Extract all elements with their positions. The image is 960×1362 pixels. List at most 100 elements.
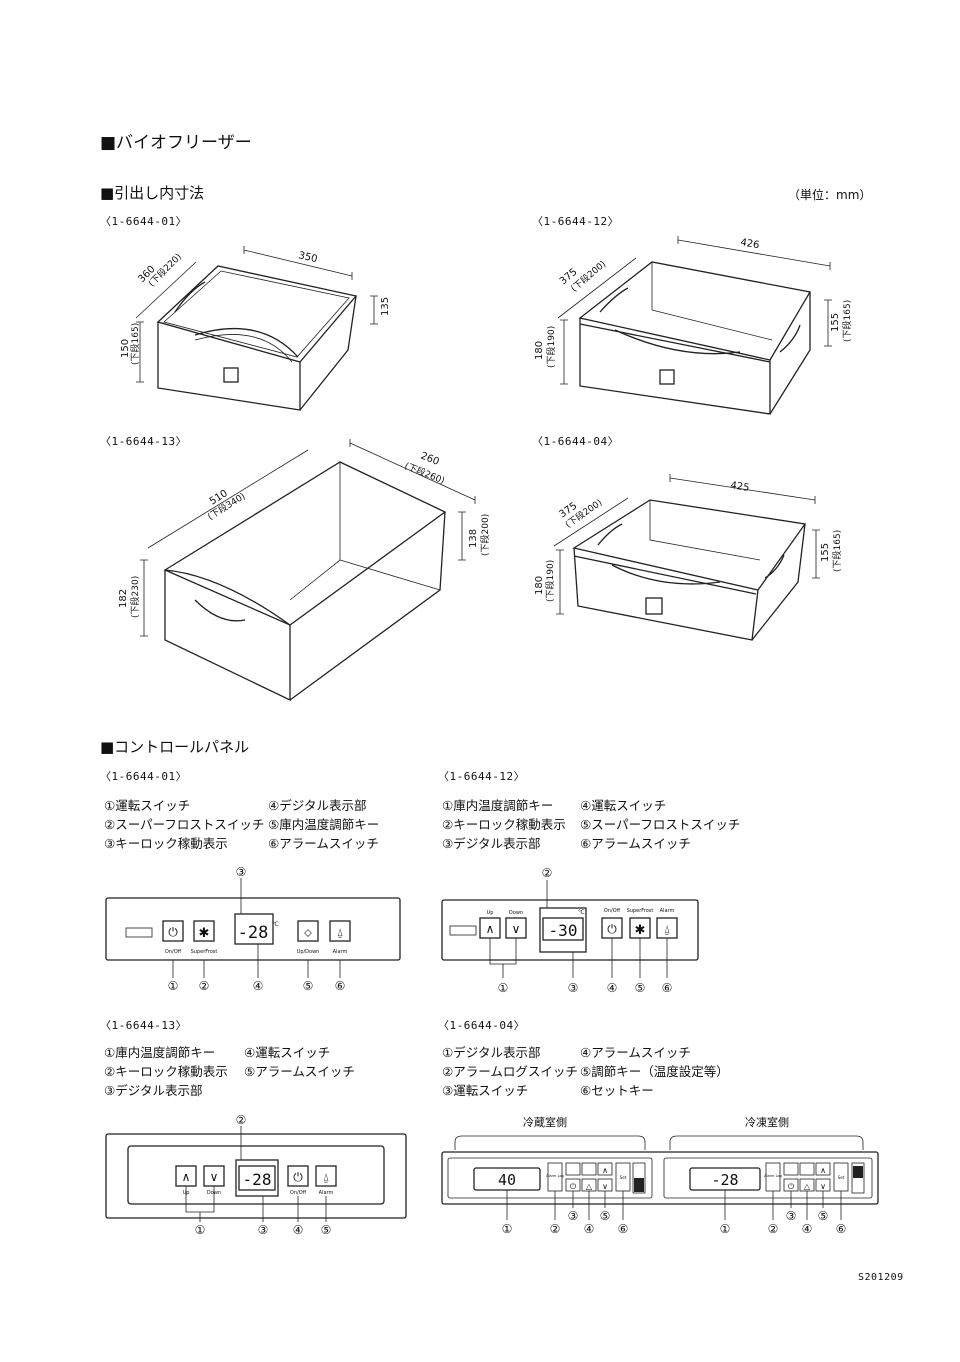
snowflake-icon: ✱ <box>635 923 646 938</box>
legend-item: ④運転スイッチ <box>580 798 667 813</box>
callout: ⑥ <box>618 1222 629 1236</box>
panel-04-legend-col2: ④アラームスイッチ ⑤調節キー（温度設定等） ⑥セットキー <box>580 1043 729 1100</box>
freezer-alarm-log-button[interactable]: Alarm Log <box>764 1162 782 1192</box>
svg-text:Up: Up <box>487 910 494 916</box>
power-icon: ⏻ <box>168 925 178 939</box>
superfrost-button[interactable]: ✱ <box>193 920 215 942</box>
panel-04-legend-col1: ①デジタル表示部 ②アラームログスイッチ ③運転スイッチ <box>442 1043 578 1100</box>
dim-04-height-lower: (下段190) <box>544 560 556 602</box>
dim-12-height: 180 <box>534 341 545 360</box>
digital-display-frame <box>539 907 587 953</box>
callout: ① <box>502 1222 513 1236</box>
callout: ④ <box>253 979 264 993</box>
on-off-button[interactable]: ⏻ <box>287 1165 309 1187</box>
freezer-indicator <box>799 1162 815 1176</box>
alarm-button[interactable]: ⍙ <box>329 920 351 942</box>
callout: ② <box>199 979 210 993</box>
chevron-up-icon: ∧ <box>820 1166 826 1175</box>
svg-text:Set: Set <box>838 1175 845 1180</box>
callout: ⑤ <box>600 1209 611 1223</box>
fridge-indicator <box>565 1162 581 1176</box>
superfrost-button[interactable]: ✱ <box>629 917 651 939</box>
digital-display <box>238 1165 276 1191</box>
freezer-display-value: -28 <box>711 1171 738 1189</box>
alarm-button[interactable]: ⍙ <box>656 917 678 939</box>
panel-12-legend-col2: ④運転スイッチ ⑤スーパーフロストスイッチ ⑥アラームスイッチ <box>580 796 740 853</box>
fridge-indicator-fill <box>634 1178 644 1192</box>
panel-01: ⏻ ✱ -28 ℃ ⬦ ⍙ On/Off SuperFrost Up/Down … <box>105 865 401 993</box>
legend-item: ⑤調節キー（温度設定等） <box>580 1064 729 1079</box>
fridge-up-button[interactable] <box>597 1162 613 1176</box>
up-button[interactable]: ∧ <box>479 917 501 939</box>
digital-display <box>542 917 584 941</box>
display-value: -28 <box>243 1170 272 1189</box>
dim-12-height-lower: (下段190) <box>545 326 557 368</box>
unit-note: （単位：mm） <box>788 188 872 202</box>
callout: ③ <box>236 865 247 879</box>
legend-item: ②キーロック稼動表示 <box>104 1064 228 1079</box>
dim-01-inner-height: 135 <box>380 297 391 316</box>
legend-item: ④アラームスイッチ <box>580 1045 691 1060</box>
legend-item: ④運転スイッチ <box>244 1045 331 1060</box>
svg-text:On/Off: On/Off <box>604 908 621 914</box>
panel-model-13: 〈1-6644-13〉 <box>100 1019 188 1032</box>
unit-mark: ℃ <box>578 909 585 916</box>
freezer-set-button[interactable]: Set <box>833 1162 849 1192</box>
panel-12: Up Down ∧ ∨ -30 ℃ On/Off SuperFrost Alar… <box>441 866 699 995</box>
legend-item: ②キーロック稼動表示 <box>442 817 566 832</box>
alarm-button[interactable]: ⍙ <box>315 1165 337 1187</box>
callout: ④ <box>293 1223 304 1237</box>
callout: ⑥ <box>662 981 673 995</box>
callout: ① <box>498 981 509 995</box>
callout: ③ <box>258 1223 269 1237</box>
legend-item: ①デジタル表示部 <box>442 1045 541 1060</box>
legend-item: ③デジタル表示部 <box>104 1083 203 1098</box>
chevron-up-icon: ∧ <box>182 1170 191 1184</box>
down-button[interactable]: ∨ <box>203 1165 225 1187</box>
fridge-alarm-log-button[interactable]: Alarm Log <box>546 1162 564 1192</box>
svg-text:On/Off: On/Off <box>290 1190 307 1196</box>
up-button[interactable]: ∧ <box>175 1165 197 1187</box>
panel-model-04: 〈1-6644-04〉 <box>438 1019 526 1032</box>
section-label-freezer: 冷凍室側 <box>745 1115 789 1129</box>
callout: ⑤ <box>321 1223 332 1237</box>
legend-item: ①庫内温度調節キー <box>442 798 554 813</box>
drawer-model-12: 〈1-6644-12〉 <box>532 215 620 228</box>
up-down-button[interactable]: ⬦ <box>297 920 319 942</box>
btn-label: On/Off <box>165 949 182 955</box>
dim-13-height-lower: (下段230) <box>129 576 141 618</box>
callout: ④ <box>607 981 618 995</box>
freezer-up-button[interactable] <box>815 1162 831 1176</box>
dim-01-width: 350 <box>297 250 318 265</box>
legend-item: ⑤スーパーフロストスイッチ <box>580 817 741 832</box>
callout: ⑤ <box>818 1209 829 1223</box>
dim-13-height: 182 <box>118 589 129 608</box>
on-off-button[interactable]: ⏻ <box>601 917 623 939</box>
callout: ③ <box>786 1209 797 1223</box>
callout: ⑤ <box>635 981 646 995</box>
freezer-indicator <box>783 1162 799 1176</box>
callout: ③ <box>568 1209 579 1223</box>
panel-13: ∧ ∨ -28 ⏻ ⍙ Up Down On/Off Alarm ① ② ③ ④… <box>105 1113 407 1237</box>
on-off-button[interactable]: ⏻ <box>162 920 184 942</box>
fridge-indicator-bar <box>632 1162 646 1194</box>
dim-01-height-lower: (下段165) <box>129 323 141 365</box>
dim-04-height: 180 <box>534 576 545 595</box>
down-button[interactable]: ∨ <box>505 917 527 939</box>
btn-label: Alarm <box>333 949 348 955</box>
legend-item: ③キーロック稼動表示 <box>104 836 228 851</box>
legend-item: ②スーパーフロストスイッチ <box>104 817 265 832</box>
legend-item: ③運転スイッチ <box>442 1083 529 1098</box>
display-value: -28 <box>238 923 269 943</box>
panel-13-legend-col1: ①庫内温度調節キー ②キーロック稼動表示 ③デジタル表示部 <box>104 1043 228 1100</box>
callout: ⑥ <box>836 1222 847 1236</box>
logo-badge <box>125 927 153 938</box>
drawer-section-heading: ■引出し内寸法 <box>100 184 205 202</box>
legend-item: ⑥セットキー <box>580 1083 654 1098</box>
dim-04-width: 425 <box>730 480 751 494</box>
fridge-set-button[interactable]: Set <box>615 1162 631 1192</box>
chevron-down-icon: ∨ <box>602 1182 608 1191</box>
chevron-up-icon: ∧ <box>486 922 495 936</box>
svg-text:Alarm: Alarm <box>660 908 675 914</box>
